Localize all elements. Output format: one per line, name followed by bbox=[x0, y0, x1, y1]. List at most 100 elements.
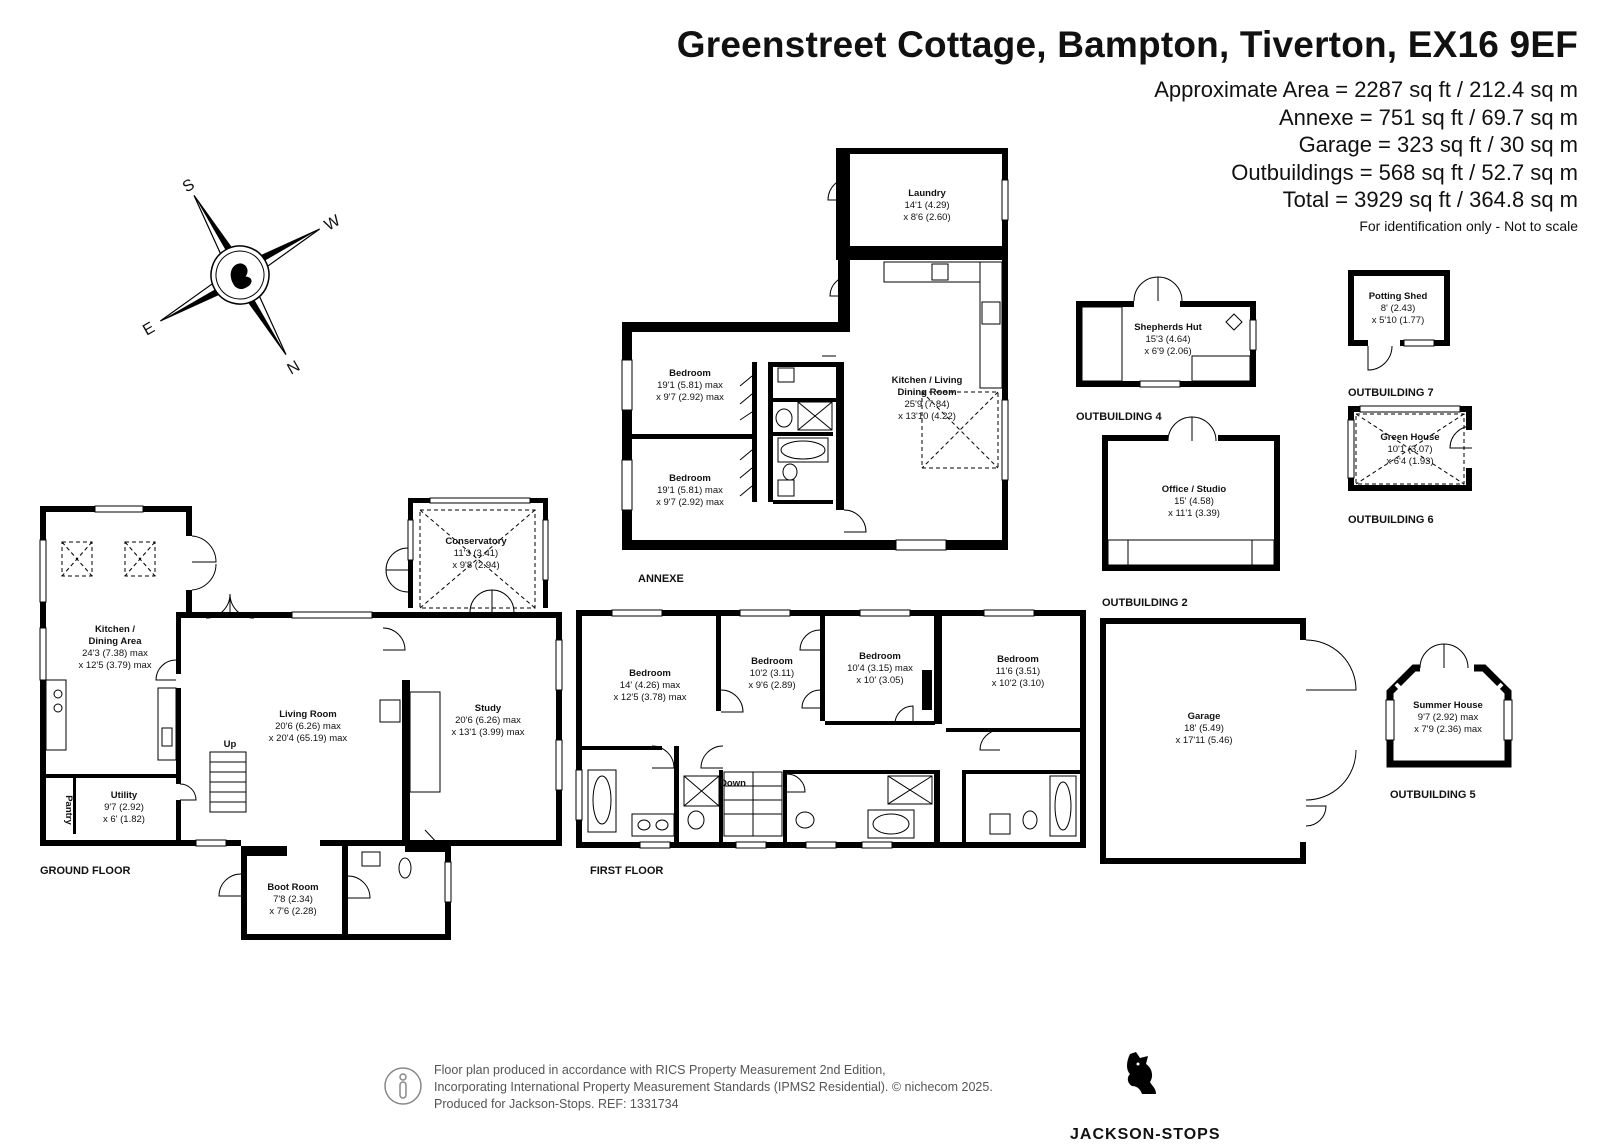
shepherds-hut-dim-1: 15'3 (4.64) bbox=[1145, 334, 1190, 345]
area-summary: Approximate Area = 2287 sq ft / 212.4 sq… bbox=[1154, 76, 1578, 234]
jackson-stops-dog-icon bbox=[1127, 1052, 1156, 1094]
area-annexe: Annexe = 751 sq ft / 69.7 sq m bbox=[1278, 104, 1578, 130]
outbuilding-garage bbox=[1100, 618, 1357, 864]
annexe-bedroom-1-dim-2: x 9'7 (2.92) max bbox=[656, 392, 724, 403]
laundry-dim-2: x 8'6 (2.60) bbox=[903, 212, 950, 223]
annexe-kitchen-dim-1: 25'9 (7.84) bbox=[904, 399, 949, 410]
utility-dim-2: x 6' (1.82) bbox=[103, 814, 145, 825]
stairs-up-label: Up bbox=[224, 739, 237, 750]
study-dim-2: x 13'1 (3.99) max bbox=[451, 727, 524, 738]
annexe-bedroom-1-name: Bedroom bbox=[669, 368, 711, 379]
ground-floor bbox=[39, 497, 563, 940]
footer-line-2: Incorporating International Property Mea… bbox=[434, 1080, 993, 1094]
pantry-name: Pantry bbox=[63, 795, 74, 825]
laundry-name: Laundry bbox=[908, 188, 946, 199]
stairs-down-label: Down bbox=[720, 778, 746, 789]
scale-note: For identification only - Not to scale bbox=[1359, 217, 1578, 234]
footer-line-3: Produced for Jackson-Stops. REF: 1331734 bbox=[434, 1097, 679, 1111]
kitchen-dining-name-2: Dining Area bbox=[89, 636, 143, 647]
ff-bedroom-4-dim-1: 11'6 (3.51) bbox=[996, 666, 1040, 677]
kitchen-dining-dim-2: x 12'5 (3.79) max bbox=[78, 660, 151, 671]
outbuilding-potting-shed bbox=[1348, 270, 1450, 371]
ff-bedroom-3-dim-1: 10'4 (3.15) max bbox=[847, 663, 913, 674]
property-title: Greenstreet Cottage, Bampton, Tiverton, … bbox=[676, 24, 1578, 65]
boot-room-dim-2: x 7'6 (2.28) bbox=[269, 906, 316, 917]
label-outbuilding-6: OUTBUILDING 6 bbox=[1348, 514, 1434, 526]
living-room-dim-2: x 20'4 (65.19) max bbox=[269, 733, 348, 744]
area-garage: Garage = 323 sq ft / 30 sq m bbox=[1298, 132, 1578, 157]
label-outbuilding-5: OUTBUILDING 5 bbox=[1390, 789, 1476, 801]
summer-house-dim-2: x 7'9 (2.36) max bbox=[1414, 724, 1482, 735]
annexe-bedroom-2-dim-2: x 9'7 (2.92) max bbox=[656, 497, 724, 508]
annexe-bedroom-1-dim-1: 19'1 (5.81) max bbox=[657, 380, 723, 391]
living-room-name: Living Room bbox=[279, 709, 337, 720]
boot-room-name: Boot Room bbox=[267, 882, 318, 893]
footer-credits: Floor plan produced in accordance with R… bbox=[434, 1062, 993, 1113]
garage-dim-1: 18' (5.49) bbox=[1184, 723, 1224, 734]
utility-name: Utility bbox=[111, 790, 138, 801]
ff-bedroom-2-dim-2: x 9'6 (2.89) bbox=[748, 680, 795, 691]
annexe-bedroom-2-name: Bedroom bbox=[669, 473, 711, 484]
living-room-dim-1: 20'6 (6.26) max bbox=[275, 721, 341, 732]
garage-dim-2: x 17'11 (5.46) bbox=[1175, 735, 1232, 746]
laundry-dim-1: 14'1 (4.29) bbox=[904, 200, 949, 211]
boot-room-dim-1: 7'8 (2.34) bbox=[273, 894, 313, 905]
green-house-dim-1: 10'1 (3.07) bbox=[1387, 444, 1432, 455]
shepherds-hut-dim-2: x 6'9 (2.06) bbox=[1144, 346, 1191, 357]
compass-e: E bbox=[140, 319, 158, 339]
label-outbuilding-7: OUTBUILDING 7 bbox=[1348, 387, 1434, 399]
conservatory-dim-2: x 9'8 (2.94) bbox=[452, 560, 499, 571]
room-labels: Kitchen / Dining Area 24'3 (7.38) max x … bbox=[63, 188, 1483, 917]
label-outbuilding-4: OUTBUILDING 4 bbox=[1076, 411, 1162, 423]
garage-name: Garage bbox=[1188, 711, 1221, 722]
potting-shed-dim-1: 8' (2.43) bbox=[1381, 303, 1416, 314]
ff-bedroom-3-dim-2: x 10' (3.05) bbox=[856, 675, 903, 686]
first-floor bbox=[575, 609, 1086, 849]
green-house-name: Green House bbox=[1380, 432, 1439, 443]
summer-house-name: Summer House bbox=[1413, 700, 1483, 711]
office-studio-name: Office / Studio bbox=[1162, 484, 1227, 495]
study-name: Study bbox=[475, 703, 502, 714]
label-annexe: ANNEXE bbox=[638, 573, 684, 585]
green-house-dim-2: x 6'4 (1.93) bbox=[1386, 456, 1433, 467]
compass-n: N bbox=[284, 358, 303, 379]
label-ground-floor: GROUND FLOOR bbox=[40, 865, 130, 877]
ff-bedroom-4-dim-2: x 10'2 (3.10) bbox=[992, 678, 1045, 689]
area-outbuildings: Outbuildings = 568 sq ft / 52.7 sq m bbox=[1231, 159, 1578, 185]
label-first-floor: FIRST FLOOR bbox=[590, 865, 663, 877]
ff-bedroom-1-dim-1: 14' (4.26) max bbox=[620, 680, 681, 691]
utility-dim-1: 9'7 (2.92) bbox=[104, 802, 144, 813]
potting-shed-name: Potting Shed bbox=[1369, 291, 1428, 302]
outbuilding-shepherds-hut bbox=[1076, 276, 1257, 388]
outbuilding-summer-house bbox=[1385, 643, 1513, 768]
annexe-kitchen-name-1: Kitchen / Living bbox=[892, 375, 963, 386]
conservatory-name: Conservatory bbox=[445, 536, 507, 547]
annexe-kitchen-name-2: Dining Room bbox=[897, 387, 956, 398]
ff-bedroom-1-name: Bedroom bbox=[629, 668, 671, 679]
study-dim-1: 20'6 (6.26) max bbox=[455, 715, 521, 726]
jackson-stops-brand: JACKSON-STOPS bbox=[1070, 1126, 1221, 1143]
outbuilding-office-studio bbox=[1102, 416, 1280, 571]
area-approximate: Approximate Area = 2287 sq ft / 212.4 sq… bbox=[1154, 77, 1578, 102]
office-studio-dim-2: x 11'1 (3.39) bbox=[1168, 508, 1220, 519]
compass-s: S bbox=[180, 176, 198, 196]
area-total: Total = 3929 sq ft / 364.8 sq m bbox=[1282, 187, 1578, 212]
label-outbuilding-2: OUTBUILDING 2 bbox=[1102, 597, 1188, 609]
footer-line-1: Floor plan produced in accordance with R… bbox=[434, 1063, 886, 1077]
outbuilding-green-house bbox=[1347, 405, 1473, 491]
rics-logo-icon bbox=[384, 1067, 422, 1105]
summer-house-dim-1: 9'7 (2.92) max bbox=[1418, 712, 1479, 723]
compass-rose: S W N E bbox=[140, 176, 344, 379]
ff-bedroom-3-name: Bedroom bbox=[859, 651, 901, 662]
annexe-bedroom-2-dim-1: 19'1 (5.81) max bbox=[657, 485, 723, 496]
potting-shed-dim-2: x 5'10 (1.77) bbox=[1372, 315, 1425, 326]
ff-bedroom-2-name: Bedroom bbox=[751, 656, 793, 667]
shepherds-hut-name: Shepherds Hut bbox=[1134, 322, 1202, 333]
ff-bedroom-4-name: Bedroom bbox=[997, 654, 1039, 665]
kitchen-dining-name-1: Kitchen / bbox=[95, 624, 135, 635]
compass-w: W bbox=[322, 212, 344, 235]
ff-bedroom-2-dim-1: 10'2 (3.11) bbox=[750, 668, 794, 679]
section-labels: GROUND FLOOR FIRST FLOOR ANNEXE OUTBUILD… bbox=[40, 387, 1476, 877]
annexe-kitchen-dim-2: x 13'10 (4.22) bbox=[898, 411, 956, 422]
